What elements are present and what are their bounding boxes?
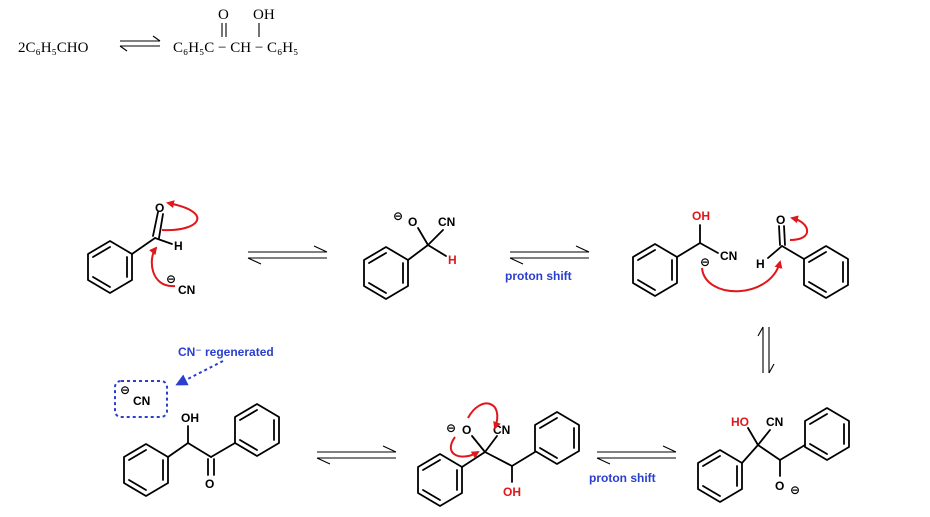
equilibrium-arrow-1 (247, 245, 328, 265)
charge-minus-4: ⊖ (790, 483, 800, 497)
atom-o-2: O (408, 215, 417, 229)
atom-cn-3: CN (720, 249, 737, 263)
equilibrium-arrow-4 (316, 445, 397, 465)
atom-o-1: O (155, 201, 164, 215)
atom-cn-4: CN (766, 415, 783, 429)
atom-h-1: H (174, 239, 183, 253)
proton-shift-label-1: proton shift (505, 269, 572, 283)
atom-cn-6: CN (133, 394, 150, 408)
atom-oh-5: OH (503, 485, 521, 499)
charge-minus-6: ⊖ (120, 383, 130, 397)
equation-product: C₆H₅C − CH − C₆H₅ (173, 40, 298, 56)
cn-regenerated-label: CN⁻ regenerated (178, 345, 274, 359)
charge-minus-5: ⊖ (446, 421, 456, 435)
equilibrium-arrow-top (119, 35, 161, 52)
benzaldehyde-structure: O H CN ⊖ (87, 200, 199, 297)
atom-h-3: H (756, 257, 765, 271)
electron-arrow-alkoxide (449, 436, 480, 459)
electron-arrow-carbonyl (161, 200, 199, 232)
benzoin-structure: OH O (123, 403, 280, 497)
atom-ho-4: HO (731, 415, 749, 429)
cn-regenerated-annotation: CN⁻ regenerated ⊖ CN (114, 345, 274, 418)
electron-arrow-carbanion-attack (701, 260, 783, 293)
atom-cn-2: CN (438, 215, 455, 229)
atom-h-2: H (448, 253, 457, 267)
electron-arrow-cn-attack (149, 246, 176, 288)
electron-arrow-cn-leave (467, 402, 501, 430)
charge-minus-1: ⊖ (166, 272, 176, 286)
atom-oh-3a: OH (692, 209, 710, 223)
atom-o-5: O (462, 423, 471, 437)
atom-oh-6: OH (181, 411, 199, 425)
top-equation: 2C₆H₅CHO C₆H₅C − CH − C₆H₅ O OH (18, 7, 298, 56)
electron-arrow-carbonyl-2 (789, 215, 809, 241)
blue-dotted-arrow (175, 360, 224, 386)
equation-carbonyl-o: O (218, 7, 229, 23)
equation-hydroxyl: OH (253, 7, 275, 23)
atom-o-6: O (205, 477, 214, 491)
atom-o-4: O (775, 479, 784, 493)
carbanion-benzaldehyde-structure: OH ⊖ CN O H (632, 209, 849, 299)
equation-reactant: 2C₆H₅CHO (18, 40, 89, 56)
alkoxide-adduct-structure: HO CN O ⊖ (697, 407, 850, 503)
cn-dotted-box (114, 380, 168, 418)
equilibrium-arrow-3: proton shift (589, 445, 677, 485)
proton-shift-label-2: proton shift (589, 471, 656, 485)
alkoxide-cn-leaving-structure: O ⊖ CN OH (417, 402, 580, 507)
atom-cn-1: CN (178, 283, 195, 297)
charge-minus-3: ⊖ (700, 255, 710, 269)
equilibrium-arrow-vertical (757, 326, 775, 374)
charge-minus-2: ⊖ (393, 209, 403, 223)
equilibrium-arrow-2: proton shift (505, 245, 590, 283)
cyanohydrin-alkoxide-structure: O ⊖ CN H (363, 209, 457, 300)
atom-o-3: O (776, 213, 785, 227)
